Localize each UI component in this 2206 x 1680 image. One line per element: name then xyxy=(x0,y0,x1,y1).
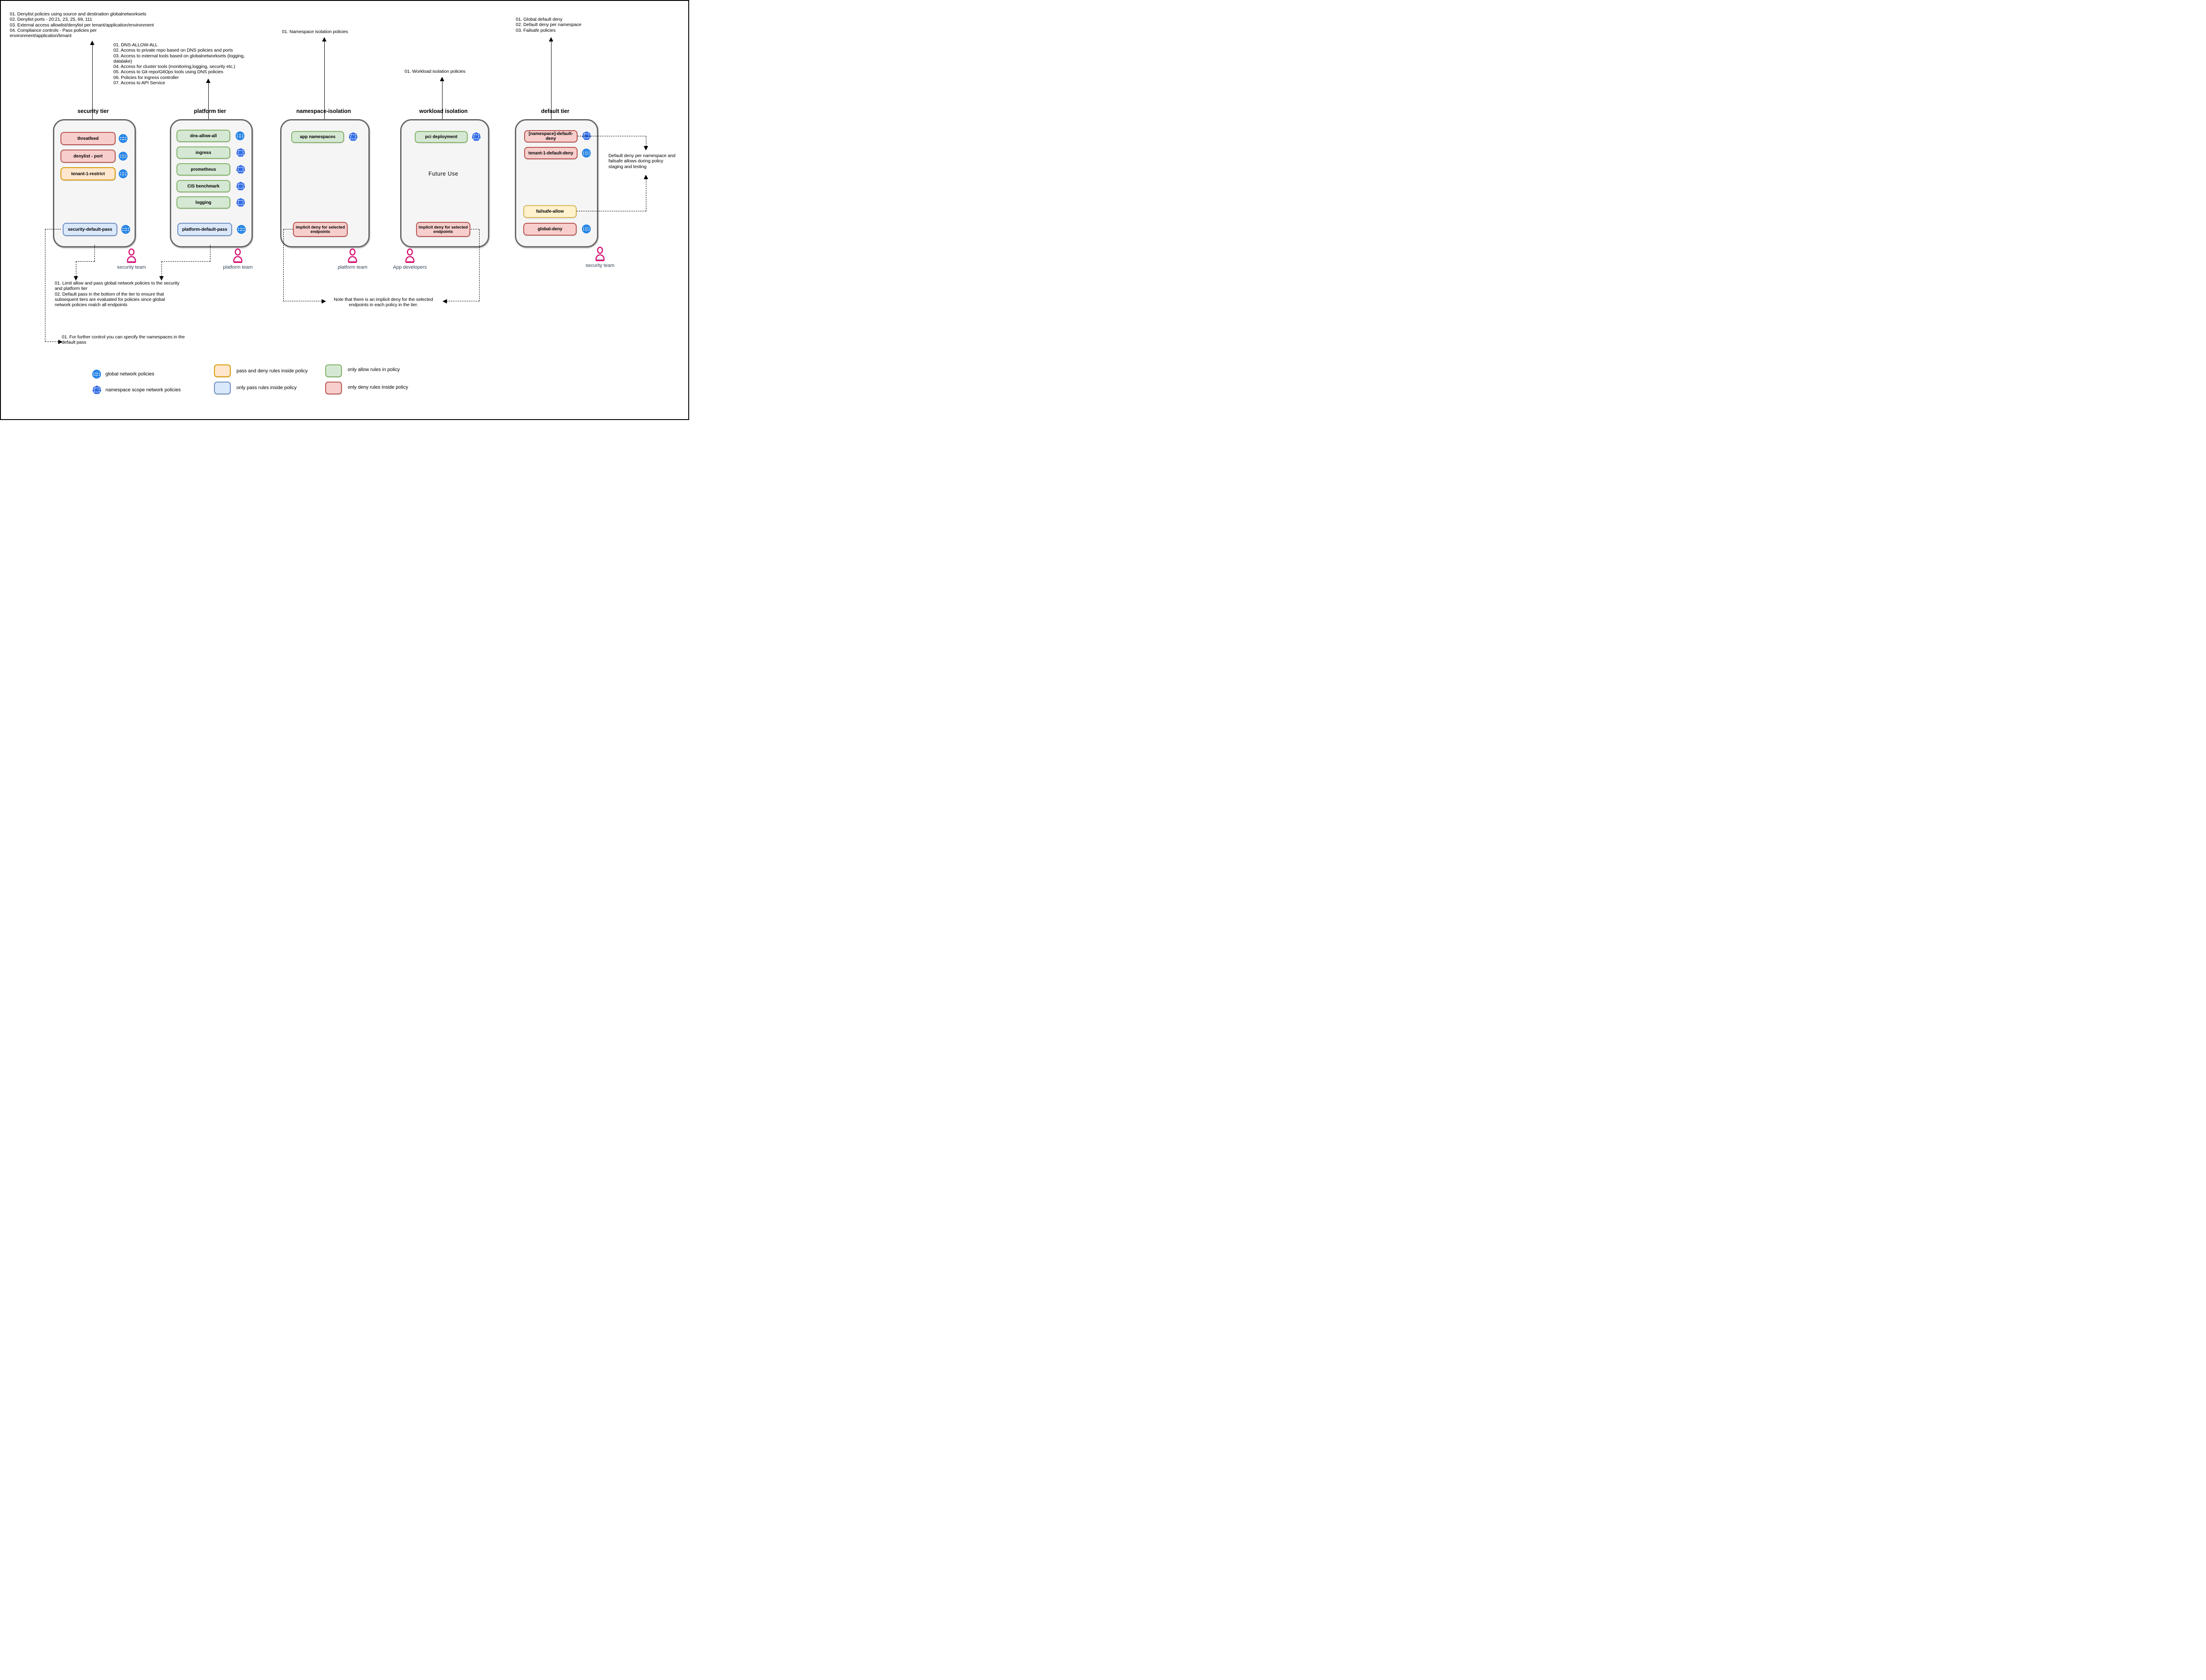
legend-pass-deny-swatch xyxy=(214,364,231,377)
pass-notes: 01. Limit allow and pass global network … xyxy=(55,281,180,308)
implicit-deny-note: Note that there is an implicit deny for … xyxy=(334,297,433,308)
globe-icon xyxy=(582,224,591,234)
namespace-scope-icon xyxy=(236,181,246,191)
legend-global-label: global network policies xyxy=(105,371,154,377)
person-icon xyxy=(231,248,244,264)
workload-up-arrowhead-icon xyxy=(440,77,444,81)
namespace-scope-icon xyxy=(471,132,481,142)
policy-implicit-deny-namespace-tier: implicit deny for selected endpoints xyxy=(293,222,348,237)
legend-allow-swatch xyxy=(325,364,342,377)
connector-segment xyxy=(76,261,94,262)
arrowhead-right-icon xyxy=(322,299,326,304)
default-tier-notes: 01. Global default deny 02. Default deny… xyxy=(516,17,582,33)
workload-tier-title: workload isolation xyxy=(419,108,468,114)
namespace-up-arrowhead-icon xyxy=(322,37,326,41)
arrowhead-left-icon xyxy=(443,299,447,304)
namespace-scope-icon xyxy=(236,165,246,174)
person-icon xyxy=(593,246,607,262)
person-icon xyxy=(403,248,416,264)
connector-segment xyxy=(45,341,58,342)
globe-icon xyxy=(118,134,128,143)
legend-pass-label: only pass rules inside policy xyxy=(236,385,297,390)
policy-denylist-port: denylist - port xyxy=(60,150,116,163)
policy-namespace-default-deny: [namespace]-default-deny xyxy=(524,130,578,142)
arrowhead-down-icon xyxy=(159,276,164,281)
policy-implicit-deny-workload-tier: implicit deny for selected endpoints xyxy=(416,222,470,237)
namespaces-note: 01. For further control you can specify … xyxy=(62,334,185,345)
default-tier-title: default tier xyxy=(541,108,570,114)
namespace-scope-icon xyxy=(236,148,246,158)
policy-global-deny: global-deny xyxy=(523,223,577,236)
person-icon xyxy=(125,248,138,264)
legend-namespace-icon xyxy=(92,385,102,395)
namespace-up-arrow-line xyxy=(324,41,325,119)
policy-tenant-1-restrict: tenant-1-restrict xyxy=(60,167,116,180)
legend-pass-swatch xyxy=(214,382,231,394)
policy-tenant-1-default-deny: tenant-1-default-deny xyxy=(524,147,578,159)
staging-note: Default deny per namespace and failsafe … xyxy=(608,153,675,169)
actor-label-platform-team-2: platform team xyxy=(338,265,368,270)
default-up-arrow-line xyxy=(551,41,552,119)
actor-label-security-team-2: security team xyxy=(585,263,615,268)
connector-segment xyxy=(161,262,162,276)
security-tier-notes: 01. Denylist policies using source and d… xyxy=(10,11,154,39)
globe-icon xyxy=(118,169,128,179)
policy-threatfeed: threatfeed xyxy=(60,132,116,145)
platform-tier-title: platform tier xyxy=(194,108,226,114)
policy-pci-deployment: pci deployment xyxy=(415,131,468,143)
policy-cis-benchmark: CIS benchmark xyxy=(176,180,230,192)
globe-icon xyxy=(121,225,131,234)
connector-segment xyxy=(94,245,95,262)
policy-app-namespaces: app namespaces xyxy=(291,131,344,143)
security-up-arrow-line xyxy=(92,45,93,119)
policy-logging: logging xyxy=(176,196,230,209)
legend-globe-icon xyxy=(92,369,101,379)
policy-ingress: ingress xyxy=(176,146,230,159)
connector-segment xyxy=(479,229,480,301)
legend-allow-label: only allow rules in policy xyxy=(348,367,400,372)
legend-deny-swatch xyxy=(325,382,342,394)
globe-icon xyxy=(236,225,246,234)
person-icon xyxy=(346,248,359,264)
legend-deny-label: only deny rules inside policy xyxy=(348,385,408,390)
arrowhead-down-icon xyxy=(74,276,78,281)
future-use-label: Future Use xyxy=(428,171,458,177)
policy-prometheus: prometheus xyxy=(176,163,230,176)
connector-segment xyxy=(283,229,284,301)
namespace-tier-title: namespace-isolation xyxy=(296,108,351,114)
connector-segment xyxy=(161,261,210,262)
workload-tier-note: 01. Workload isolation policies xyxy=(405,69,465,74)
policy-dns-allow-all: dns-allow-all xyxy=(176,130,230,142)
policy-platform-default-pass: platform-default-pass xyxy=(177,223,232,236)
namespace-scope-icon xyxy=(348,132,358,142)
diagram-canvas: 01. Denylist policies using source and d… xyxy=(0,0,689,420)
security-up-arrowhead-icon xyxy=(90,41,94,45)
workload-up-arrow-line xyxy=(442,81,443,119)
actor-label-app-developers: App developers xyxy=(393,265,427,270)
arrowhead-right-icon xyxy=(58,340,63,344)
globe-icon xyxy=(582,148,591,158)
arrowhead-down-icon xyxy=(644,146,648,150)
platform-tier-notes: 01. DNS-ALLOW-ALL 02. Access to private … xyxy=(113,42,245,86)
namespace-tier-note: 01. Namespace isolation policies xyxy=(282,29,348,34)
actor-label-platform-team: platform team xyxy=(223,265,253,270)
security-tier-title: security tier xyxy=(77,108,109,114)
arrowhead-up-icon xyxy=(644,175,648,179)
policy-security-default-pass: security-default-pass xyxy=(63,223,117,236)
namespace-scope-icon xyxy=(236,198,246,207)
globe-icon xyxy=(118,151,128,161)
platform-up-arrowhead-icon xyxy=(206,79,210,83)
legend-namespace-label: namespace scope network policies xyxy=(105,387,181,393)
default-up-arrowhead-icon xyxy=(549,37,553,41)
actor-label-security-team: security team xyxy=(117,265,146,270)
globe-icon xyxy=(235,131,245,141)
policy-failsafe-allow: failsafe-allow xyxy=(523,205,577,218)
legend-pass-deny-label: pass and deny rules inside policy xyxy=(236,368,308,374)
platform-up-arrow-line xyxy=(208,83,209,119)
